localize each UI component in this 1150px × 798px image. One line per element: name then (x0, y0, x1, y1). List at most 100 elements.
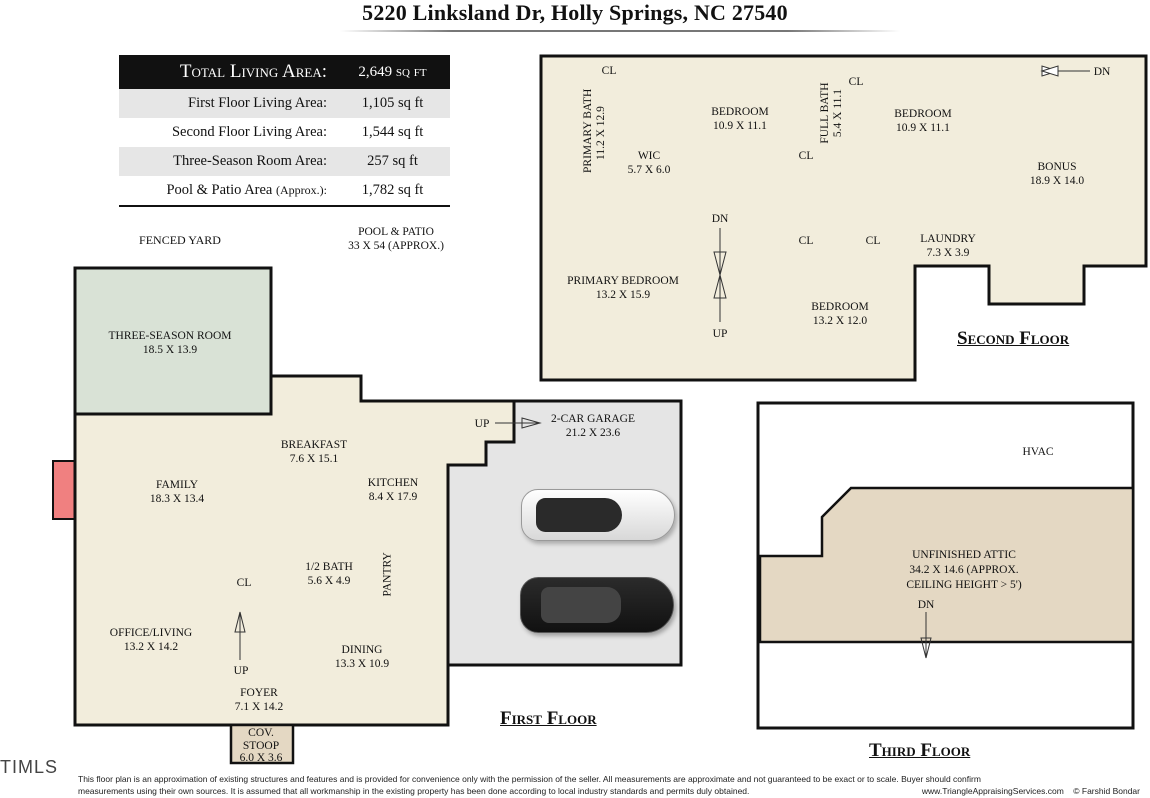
room-dims: 5.6 X 4.9 (307, 575, 351, 587)
room-dims: 10.9 X 11.1 (896, 122, 950, 134)
up-label: UP (233, 665, 249, 677)
bedroom-label: BEDROOM 10.9 X 11.1 (894, 107, 952, 135)
room-dims: 18.9 X 14.0 (1029, 175, 1085, 187)
closet-label: CL (236, 577, 252, 589)
area-label-text: Pool & Patio Area (166, 182, 273, 198)
area-value: 1,105 sq ft (361, 95, 424, 111)
title-underline (340, 30, 900, 32)
room-name: DINING (341, 644, 383, 656)
dining-label: DINING 13.3 X 10.9 (335, 643, 389, 671)
area-value: 2,649 sq ft (358, 63, 427, 80)
primary-bedroom-label: PRIMARY BEDROOM 13.2 X 15.9 (567, 274, 679, 302)
room-dims: 7.1 X 14.2 (234, 701, 284, 713)
stair-arrow-icon (713, 228, 727, 322)
area-value: 257 sq ft (367, 153, 418, 169)
area-label: Total Living Area: (179, 61, 327, 82)
second-floor-area-row: Second Floor Living Area: 1,544 sq ft (119, 118, 450, 147)
area-label-note: (Approx.): (276, 183, 327, 197)
room-note: CEILING HEIGHT > 5') (906, 579, 1022, 591)
dn-label: DN (917, 599, 935, 611)
pool-patio-label: POOL & PATIO (358, 226, 434, 238)
room-name: BREAKFAST (280, 439, 348, 451)
bonus-label: BONUS 18.9 X 14.0 (1030, 160, 1084, 188)
room-dims: 13.2 X 14.2 (123, 641, 179, 653)
room-name: UNFINISHED ATTIC (912, 549, 1016, 561)
room-name: BEDROOM (811, 301, 869, 313)
laundry-label: LAUNDRY 7.3 X 3.9 (920, 232, 976, 260)
area-label: Pool & Patio Area (Approx.): (119, 182, 335, 199)
room-name: PRIMARY BATH (582, 88, 594, 173)
fenced-yard-label: FENCED YARD (139, 233, 221, 247)
foyer-up-arrow-icon (234, 611, 246, 660)
pool-patio-dims: 33 X 54 (APPROX.) (348, 240, 444, 252)
first-floor-area-row: First Floor Living Area: 1,105 sq ft (119, 89, 450, 118)
stoop-shape (229, 723, 295, 765)
disclaimer-footer: This floor plan is an approximation of e… (78, 773, 1140, 797)
room-name: KITCHEN (367, 477, 419, 489)
room-dims: 5.7 X 6.0 (627, 164, 671, 176)
black-car-roof (541, 587, 621, 623)
disclaimer-line-1: This floor plan is an approximation of e… (78, 774, 981, 784)
disclaimer-line-2: measurements using their own sources. It… (78, 786, 750, 796)
dn-arrow-icon (1040, 65, 1090, 77)
second-floor-outline (539, 54, 1148, 382)
room-dims: 34.2 X 14.6 (APPROX. (909, 564, 1019, 576)
chimney-shape (52, 460, 76, 520)
website-link[interactable]: www.TriangleAppraisingServices.com (921, 786, 1064, 796)
room-dims: 18.3 X 13.4 (149, 493, 205, 505)
office-living-label: OFFICE/LIVING 13.2 X 14.2 (110, 626, 192, 654)
three-season-area-row: Three-Season Room Area: 257 sq ft (119, 147, 450, 176)
room-name: 2-CAR GARAGE (550, 413, 636, 425)
dn-label: DN (711, 213, 729, 225)
room-name: BONUS (1037, 161, 1077, 173)
room-name: BEDROOM (894, 108, 952, 120)
closet-label: CL (798, 235, 814, 247)
second-floor-title: Second Floor (957, 328, 1070, 349)
pantry-label: PANTRY (381, 552, 394, 597)
area-value: 1,782 sq ft (361, 182, 424, 198)
area-label: Second Floor Living Area: (171, 124, 327, 140)
room-dims: 11.2 X 12.9 (595, 106, 607, 160)
half-bath-label: 1/2 BATH 5.6 X 4.9 (305, 560, 353, 588)
area-label: First Floor Living Area: (188, 95, 327, 111)
room-name: 1/2 BATH (305, 561, 353, 573)
third-floor-title: Third Floor (869, 740, 971, 761)
room-name: LAUNDRY (920, 233, 976, 245)
room-dims: 21.2 X 23.6 (565, 427, 621, 439)
property-address: 5220 Linksland Dr, Holly Springs, NC 275… (362, 0, 788, 25)
closet-label: CL (798, 150, 814, 162)
first-floor-title: First Floor (500, 708, 597, 729)
pool-patio-area-row: Pool & Patio Area (Approx.): 1,782 sq ft (119, 176, 450, 207)
copyright: © Farshid Bondar (1073, 786, 1140, 796)
garage-label: 2-CAR GARAGE 21.2 X 23.6 (551, 412, 635, 440)
attic-shape (758, 486, 1135, 644)
room-name: FULL BATH (819, 82, 831, 144)
white-car-roof (536, 498, 622, 532)
closet-label: CL (865, 235, 881, 247)
room-name-2: STOOP (242, 739, 280, 752)
room-dims: 13.2 X 12.0 (812, 315, 868, 327)
room-name: COV. (248, 727, 274, 739)
room-name: PRIMARY BEDROOM (567, 275, 679, 287)
total-living-area-row: Total Living Area: 2,649 sq ft (119, 55, 450, 89)
room-dims: 7.6 X 15.1 (289, 453, 339, 465)
room-dims: 13.3 X 10.9 (334, 658, 390, 670)
room-dims: 7.3 X 3.9 (926, 247, 970, 259)
room-dims: 5.4 X 11.1 (832, 88, 844, 138)
room-dims: 13.2 X 15.9 (595, 289, 651, 301)
hvac-label: HVAC (1022, 446, 1054, 458)
room-name: THREE-SEASON ROOM (108, 330, 232, 342)
up-label: UP (712, 328, 728, 340)
attic-dn-arrow-icon (920, 612, 932, 659)
garage-up-label: UP (474, 418, 490, 430)
garage-up-arrow-icon (495, 417, 542, 429)
room-name: OFFICE/LIVING (109, 627, 193, 639)
closet-label: CL (848, 76, 864, 88)
area-value: 1,544 sq ft (361, 124, 424, 140)
